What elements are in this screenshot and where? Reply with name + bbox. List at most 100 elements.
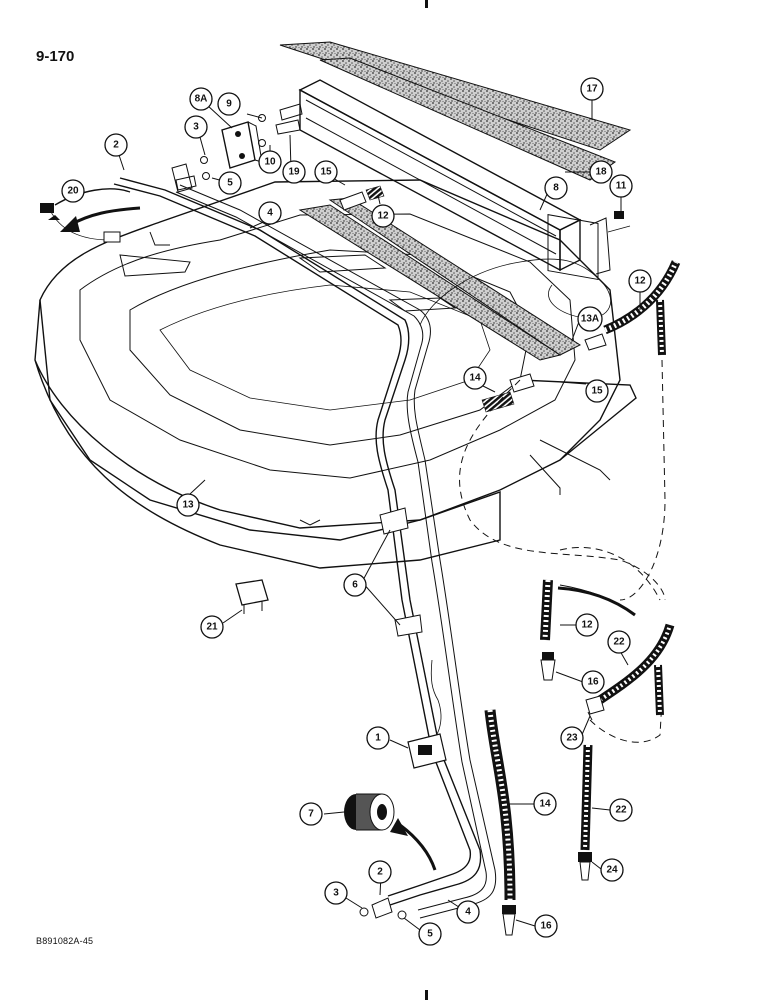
callout-label: 12 [634,276,646,287]
callout-label: 12 [581,620,593,631]
callout-label: 19 [288,167,300,178]
callout-label: 24 [606,865,618,876]
callout-label: 5 [227,178,233,189]
registration-mark-bottom [425,990,428,1000]
dashed-routing [459,359,666,743]
callout-22-top: 22 [607,630,631,654]
callout-label: 22 [615,805,627,816]
thermostat-switch [407,659,447,769]
callout-24: 24 [600,858,624,882]
install-arrows [60,206,636,871]
callout-label: 21 [206,622,218,633]
callout-12-lower: 12 [575,613,599,637]
callout-label: 4 [465,907,471,918]
callout-label: 10 [264,157,276,168]
callout-label: 13 [182,500,194,511]
callout-4-bottom: 4 [456,900,480,924]
fitting-top [171,163,197,193]
screw-icon [614,211,624,219]
registration-mark-top [425,0,428,8]
fitting-bottom [359,897,407,920]
callout-13a: 13A [577,306,603,332]
callout-23: 23 [560,726,584,750]
drain-valve-16-upper [540,652,556,681]
callout-label: 15 [591,386,603,397]
callout-label: 17 [586,84,598,95]
callout-8: 8 [544,176,568,200]
hose-12-right [603,260,681,356]
callout-14-top: 14 [463,366,487,390]
callout-13: 13 [176,493,200,517]
callout-label: 22 [613,637,625,648]
tube-lines [113,177,497,919]
callout-label: 23 [566,733,578,744]
callout-9: 9 [217,92,241,116]
drain-valve-16-lower [502,905,516,936]
tee-fitting [585,695,605,721]
filter-pads [279,41,632,361]
callout-15-left: 15 [314,160,338,184]
callout-16-upper: 16 [581,670,605,694]
callout-label: 11 [616,181,627,192]
relay [235,579,269,614]
callout-4-top: 4 [258,201,282,225]
callout-12-mid: 12 [371,204,395,228]
callout-5-top: 5 [218,171,242,195]
switch-harness [40,188,131,243]
headliner-assembly [34,179,637,569]
callout-12-top: 12 [628,269,652,293]
figure-code: B891082A-45 [36,936,94,946]
callout-label: 14 [539,799,551,810]
callout-label: 18 [595,167,607,178]
callout-2-top: 2 [104,133,128,157]
page-number: 9-170 [36,48,75,65]
callout-6: 6 [343,573,367,597]
callout-20: 20 [61,179,85,203]
tape-roll [344,793,395,831]
o-rings [200,114,266,180]
callout-17: 17 [580,77,604,101]
callout-label: 2 [377,867,383,878]
capillary-tube [419,258,611,326]
callout-label: 6 [352,580,358,591]
expansion-valve [221,121,263,169]
callout-label: 14 [469,373,481,384]
callout-22-lower: 22 [609,798,633,822]
callout-11: 11 [609,174,633,198]
callout-label: 3 [333,888,339,899]
hose-14-long [484,709,516,901]
callout-label: 2 [113,140,119,151]
callout-7: 7 [299,802,323,826]
callout-21: 21 [200,615,224,639]
callout-10: 10 [258,150,282,174]
callout-18: 18 [589,160,613,184]
hose-22 [580,623,675,851]
callout-label: 12 [377,211,389,222]
callout-label: 7 [308,809,314,820]
plug-24 [578,852,592,881]
callout-3-bottom: 3 [324,881,348,905]
callout-label: 13A [581,314,599,325]
callout-label: 8A [195,94,208,105]
callout-1: 1 [366,726,390,750]
callout-14-lower: 14 [533,792,557,816]
callout-8a: 8A [189,87,213,111]
hose-connectors-top [339,185,607,413]
callout-label: 16 [540,921,552,932]
brackets [379,507,423,637]
callout-label: 9 [226,99,232,110]
callout-5-bottom: 5 [418,922,442,946]
callout-label: 20 [67,186,79,197]
callout-label: 16 [587,677,599,688]
callout-label: 1 [375,733,381,744]
callout-label: 15 [320,167,332,178]
heater-core [275,79,631,281]
callout-2-bottom: 2 [368,860,392,884]
callout-label: 8 [553,183,559,194]
callout-19: 19 [282,160,306,184]
callout-label: 4 [267,208,273,219]
callout-16-lower: 16 [534,914,558,938]
callout-3-top: 3 [184,115,208,139]
